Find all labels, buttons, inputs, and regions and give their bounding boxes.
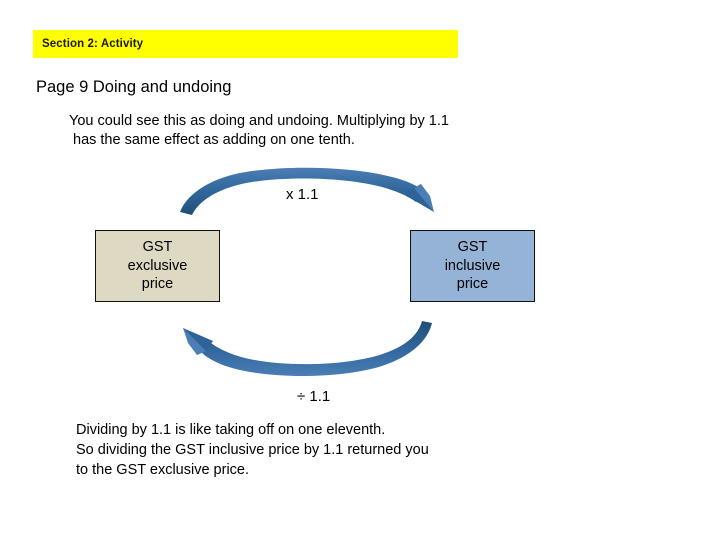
closing-line-1: Dividing by 1.1 is like taking off on on… [76, 422, 386, 438]
gst-exclusive-price-box: GST exclusive price [95, 230, 220, 302]
section-banner-label: Section 2: Activity [42, 38, 144, 50]
gst-exclusive-line-1: GST [142, 239, 173, 256]
gst-inclusive-line-2: inclusive [444, 257, 501, 274]
intro-line-1: You could see this as doing and undoing.… [69, 113, 449, 129]
closing-line-2: So dividing the GST inclusive price by 1… [76, 442, 429, 458]
intro-line-2: has the same effect as adding on one ten… [73, 132, 355, 148]
multiply-label: x 1.1 [286, 186, 319, 203]
intro-paragraph: You could see this as doing and undoing.… [69, 112, 589, 150]
arrow-divide [183, 321, 432, 376]
section-banner: Section 2: Activity [33, 30, 458, 58]
gst-inclusive-line-3: price [456, 276, 489, 293]
divide-label: ÷ 1.1 [297, 388, 331, 405]
gst-exclusive-line-2: exclusive [127, 257, 188, 274]
page-title: Page 9 Doing and undoing [36, 78, 232, 96]
arrow-multiply [180, 167, 434, 215]
gst-inclusive-line-1: GST [457, 239, 488, 256]
closing-line-3: to the GST exclusive price. [76, 462, 250, 478]
closing-paragraph: Dividing by 1.1 is like taking off on on… [76, 420, 596, 480]
gst-inclusive-price-box: GST inclusive price [410, 230, 535, 302]
gst-exclusive-line-3: price [141, 276, 174, 293]
